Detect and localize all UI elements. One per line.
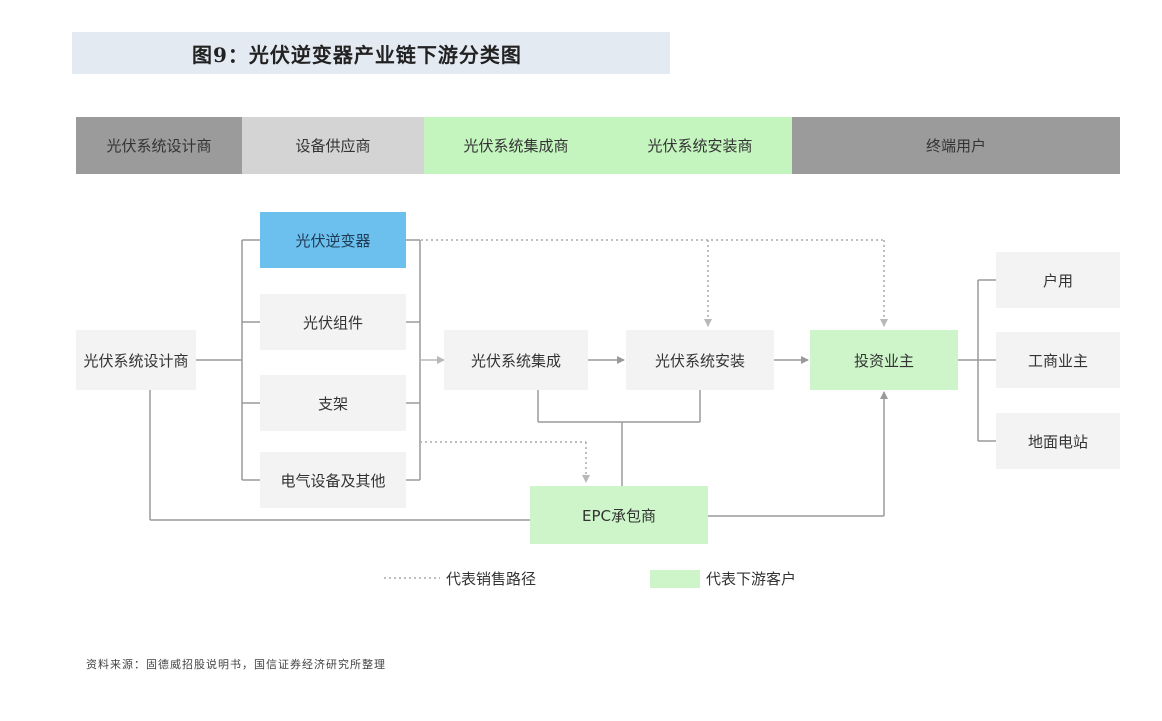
node-designer: 光伏系统设计商	[76, 330, 196, 390]
node-integration: 光伏系统集成	[444, 330, 588, 390]
source-note: 资料来源：固德威招股说明书，国信证券经济研究所整理	[86, 658, 386, 671]
title-bar: 图9：光伏逆变器产业链下游分类图	[72, 32, 670, 74]
node-inverter: 光伏逆变器	[260, 212, 406, 268]
legend-green-swatch	[650, 570, 700, 588]
node-electrical: 电气设备及其他	[260, 452, 406, 508]
node-investor: 投资业主	[810, 330, 958, 390]
node-ground: 地面电站	[996, 413, 1120, 469]
node-epc: EPC承包商	[530, 486, 708, 544]
diagram-title: 图9：光伏逆变器产业链下游分类图	[192, 42, 522, 67]
header-designer: 光伏系统设计商	[76, 117, 242, 174]
node-module: 光伏组件	[260, 294, 406, 350]
node-commercial: 工商业主	[996, 332, 1120, 388]
header-integrator: 光伏系统集成商	[424, 117, 608, 174]
node-household: 户用	[996, 252, 1120, 308]
header-installer: 光伏系统安装商	[608, 117, 792, 174]
header-supplier: 设备供应商	[242, 117, 424, 174]
node-installation: 光伏系统安装	[626, 330, 774, 390]
legend-sales-path: 代表销售路径	[446, 570, 537, 588]
header-end-user: 终端用户	[792, 117, 1120, 174]
legend-downstream-customer: 代表下游客户	[706, 570, 797, 588]
node-bracket: 支架	[260, 375, 406, 431]
